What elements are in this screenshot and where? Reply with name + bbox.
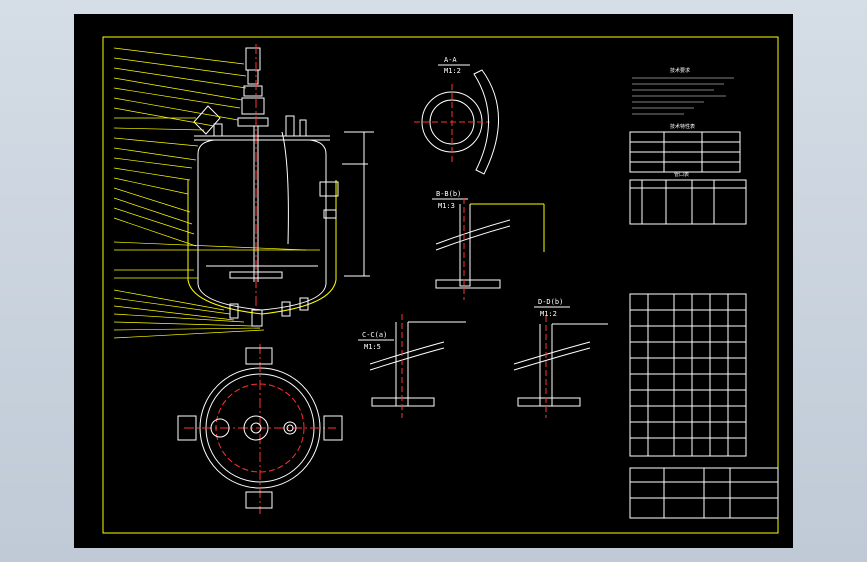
section-b-title: B-B(b): [436, 190, 461, 198]
tech-spec-table: 技术特性表: [629, 123, 741, 173]
mount-flange: [237, 117, 269, 127]
section-a-title: A-A: [444, 56, 457, 64]
section-b-scale: M1:3: [438, 202, 455, 210]
nozzle-heading: 管口表: [674, 171, 689, 178]
drawing-svg: A-A M1:2 B-B(b) M1:3 C-C(a) M1:5 D-D(b): [102, 36, 779, 534]
section-a-scale: M1:2: [444, 67, 461, 75]
reactor-elevation: [187, 44, 374, 327]
section-d: D-D(b) M1:2: [513, 298, 608, 418]
parts-list: [629, 293, 747, 457]
section-d-title: D-D(b): [538, 298, 563, 306]
nozzle-table: 管口表: [629, 171, 747, 225]
reducer: [243, 85, 263, 97]
section-c-scale: M1:5: [364, 343, 381, 351]
jacket: [187, 180, 337, 315]
tech-requirements: 技术要求: [632, 67, 734, 115]
motor: [245, 47, 261, 71]
section-c: C-C(a) M1:5: [358, 314, 466, 418]
title-block: [629, 467, 779, 519]
sheet-border: [102, 36, 779, 534]
section-a: A-A M1:2: [414, 56, 499, 175]
plan-view: [177, 344, 343, 514]
cad-drawing-canvas[interactable]: A-A M1:2 B-B(b) M1:3 C-C(a) M1:5 D-D(b): [74, 14, 793, 548]
impeller: [229, 271, 283, 279]
section-c-title: C-C(a): [362, 331, 387, 339]
vessel-shell: [197, 139, 327, 311]
leader-lines: [113, 47, 320, 339]
tech-heading: 技术要求: [670, 67, 690, 74]
seal-housing: [241, 97, 265, 115]
section-b: B-B(b) M1:3: [432, 190, 545, 300]
spec-heading: 技术特性表: [670, 123, 695, 130]
section-d-scale: M1:2: [540, 310, 557, 318]
